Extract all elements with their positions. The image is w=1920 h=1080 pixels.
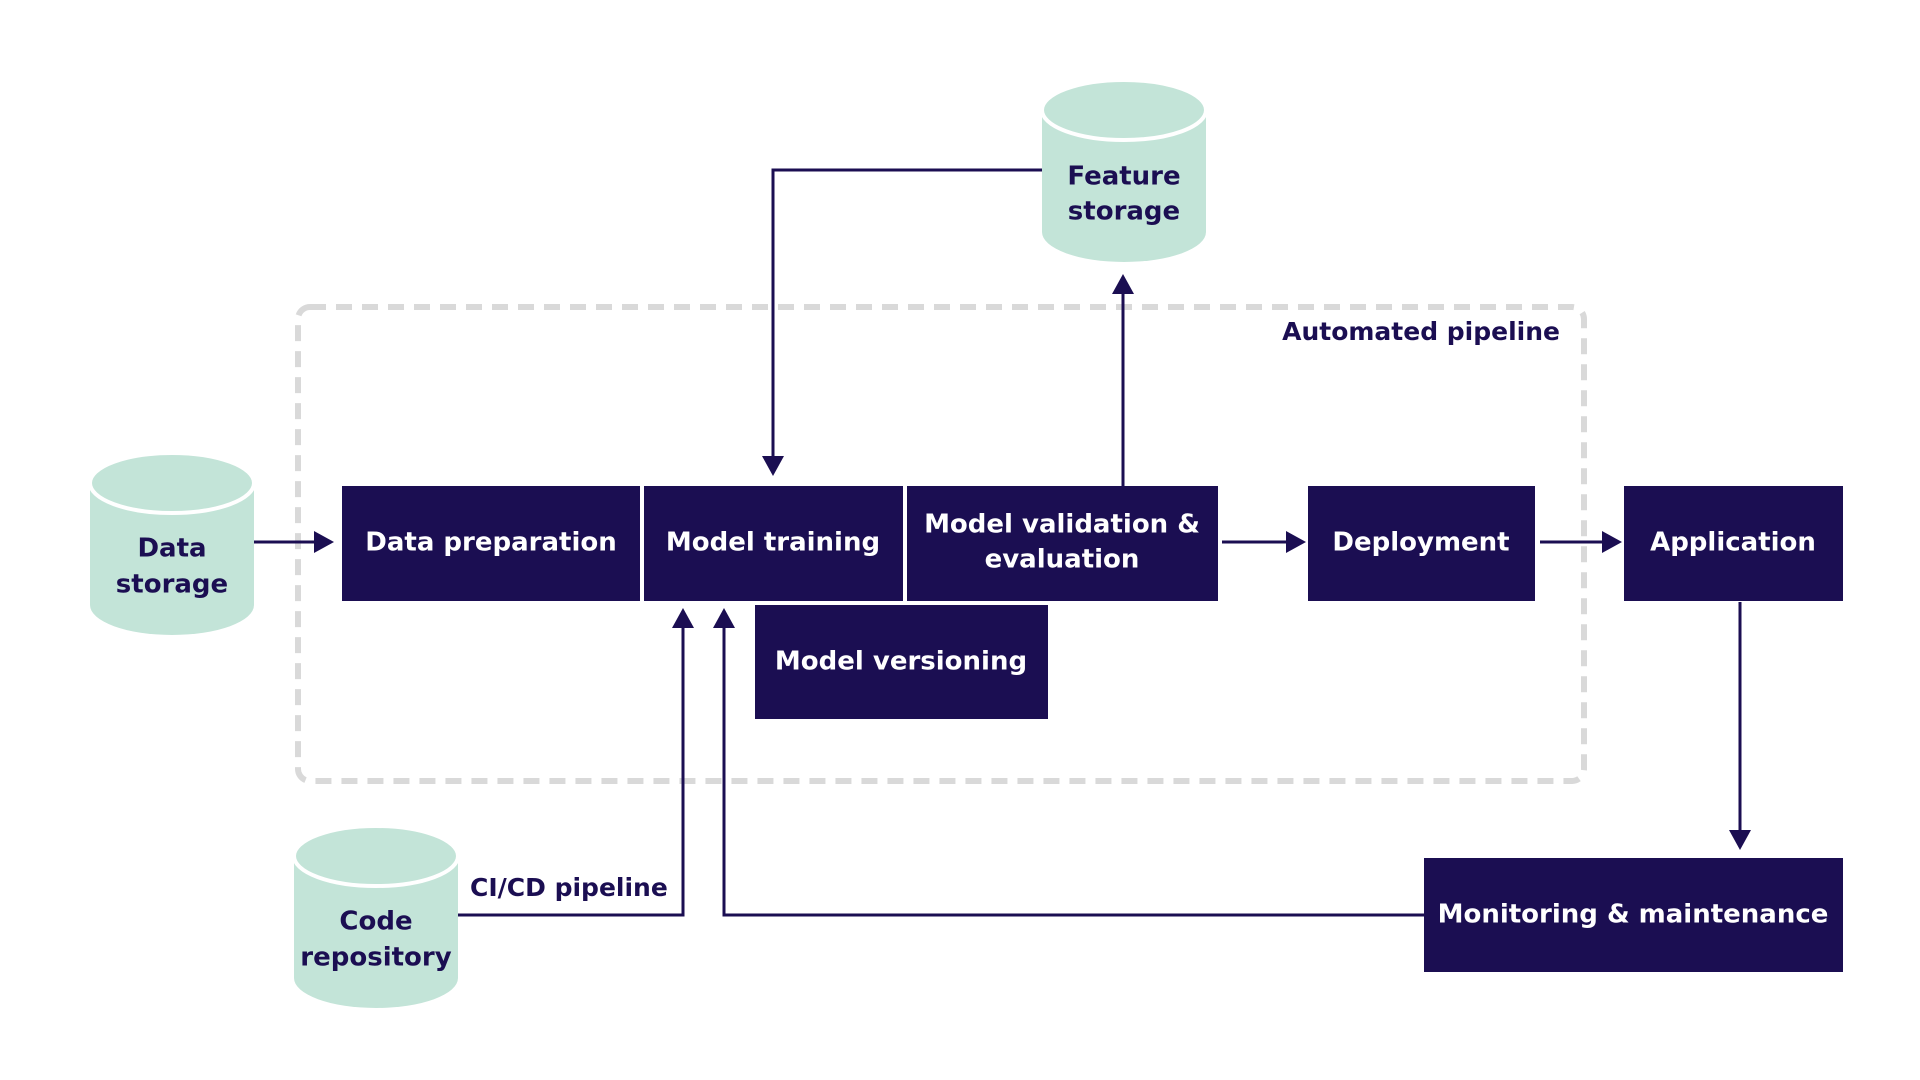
deployment-label: Deployment (1332, 528, 1509, 558)
monitoring-maintenance-box[interactable]: Monitoring & maintenance (1424, 858, 1843, 972)
arrowhead-deployment (1286, 531, 1306, 553)
model-versioning-label: Model versioning (775, 647, 1027, 677)
data-storage-cylinder[interactable]: Data storage (88, 451, 256, 635)
code-repository-cylinder[interactable]: Code repository (292, 824, 460, 1008)
data-preparation-box[interactable]: Data preparation (342, 486, 640, 601)
application-label: Application (1650, 528, 1816, 558)
model-training-label: Model training (666, 528, 880, 558)
model-validation-label-line2: evaluation (985, 545, 1140, 575)
feature-storage-label-line2: storage (1068, 197, 1180, 227)
data-storage-label-line1: Data (137, 534, 206, 564)
arrowhead-monitoring (1729, 830, 1751, 850)
arrow-monitoring-to-training (722, 625, 1428, 917)
arrowhead-training-feedback (713, 608, 735, 628)
model-validation-label-line1: Model validation & (924, 510, 1200, 540)
model-versioning-box[interactable]: Model versioning (755, 605, 1048, 719)
arrowhead-feature-storage (1112, 274, 1134, 294)
feature-storage-label-line1: Feature (1067, 162, 1180, 192)
model-training-box[interactable]: Model training (644, 486, 903, 601)
deployment-box[interactable]: Deployment (1308, 486, 1535, 601)
ci-cd-pipeline-label: CI/CD pipeline (470, 873, 668, 902)
arrowhead-training-top (762, 456, 784, 476)
model-validation-box[interactable]: Model validation & evaluation (907, 486, 1218, 601)
arrow-feature-storage-to-training (771, 168, 1042, 460)
code-repository-label-line2: repository (300, 943, 451, 973)
connectors (254, 168, 1751, 917)
automated-pipeline-label: Automated pipeline (1282, 317, 1560, 346)
automated-pipeline-frame (295, 304, 1587, 784)
monitoring-maintenance-label: Monitoring & maintenance (1438, 900, 1829, 930)
feature-storage-cylinder[interactable]: Feature storage (1040, 78, 1208, 262)
application-box[interactable]: Application (1624, 486, 1843, 601)
arrowhead-application (1602, 531, 1622, 553)
arrow-code-repository-to-training (458, 625, 685, 917)
data-storage-label-line2: storage (116, 570, 228, 600)
code-repository-label-line1: Code (339, 907, 412, 937)
arrowhead-training-cicd (672, 608, 694, 628)
arrowhead-preparation (314, 531, 334, 553)
data-preparation-label: Data preparation (365, 528, 616, 558)
